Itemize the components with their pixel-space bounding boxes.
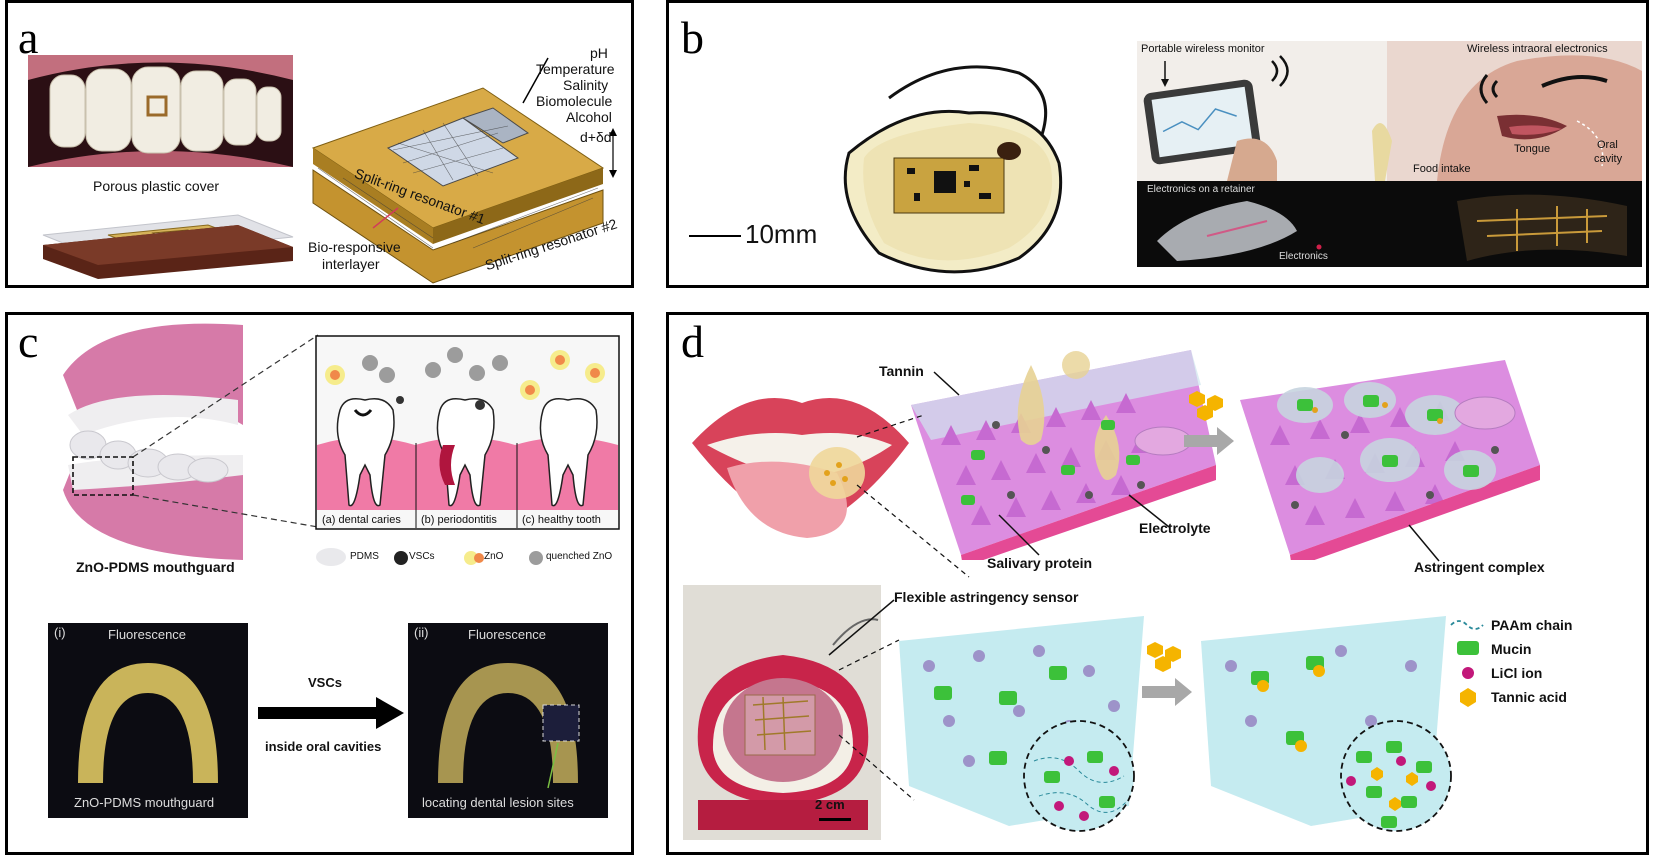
retainer-label: Electronics on a retainer	[1147, 184, 1255, 195]
fluorescence-image-ii	[408, 623, 608, 818]
interlayer-label-1: Bio-responsive	[308, 239, 401, 255]
panel-d-label: d	[681, 316, 704, 367]
vsc-arrow	[258, 697, 404, 729]
oral-label-2: cavity	[1594, 153, 1623, 165]
salivary-label: Salivary protein	[987, 555, 1093, 571]
legend-tannic: Tannic acid	[1491, 689, 1567, 705]
food-label: Food intake	[1413, 163, 1471, 175]
split-ring-resonator	[311, 57, 617, 284]
panel-a: a Porous plastic cover	[5, 0, 634, 288]
d-legend-swatches	[1450, 620, 1484, 707]
panel-c: c ZnO-PDMS mouthguard	[5, 312, 634, 855]
mouthguard-label: ZnO-PDMS mouthguard	[76, 559, 235, 575]
astringent-label: Astringent complex	[1414, 559, 1545, 575]
perio-label: (b) periodontitis	[421, 514, 497, 526]
zoom-lines	[132, 334, 319, 528]
oral-label-1: Oral	[1597, 139, 1618, 151]
hydrogel-1	[899, 616, 1144, 832]
vscs-label: VSCs	[308, 675, 342, 690]
mouthguard-illustration	[63, 323, 243, 560]
retainer-photo	[843, 65, 1063, 274]
tooth-diagram	[315, 335, 620, 530]
inside-label: inside oral cavities	[265, 739, 382, 754]
scale-bar-b	[689, 235, 741, 237]
fluor2-caption: locating dental lesion sites	[422, 795, 574, 810]
wireless-scene	[1137, 41, 1642, 181]
legend-licl: LiCl ion	[1491, 665, 1543, 681]
arrow-top	[1184, 391, 1234, 455]
analyte-salinity: Salinity	[563, 77, 609, 93]
gap-label: d+δd	[580, 129, 612, 145]
analyte-temperature: Temperature	[536, 61, 615, 77]
legend-zno: ZnO	[484, 551, 504, 562]
tongue-surface-1	[911, 350, 1216, 560]
hydrogel-2	[1201, 616, 1452, 832]
teeth-photo	[28, 55, 293, 167]
legend-quenched-zno: quenched ZnO	[546, 551, 613, 562]
panel-b-label: b	[681, 12, 704, 63]
fluor2-title: Fluorescence	[468, 627, 547, 642]
analyte-alcohol: Alcohol	[566, 109, 612, 125]
electronics-label: Electronics	[1279, 251, 1328, 262]
arrow-bottom	[1142, 642, 1192, 706]
scale-bar-d	[819, 818, 851, 821]
caries-label: (a) dental caries	[322, 514, 401, 526]
panel-b: b 10mm Portable wireless monitor Wireles…	[666, 0, 1649, 288]
cover-device	[42, 214, 294, 279]
analyte-ph: pH	[590, 45, 608, 61]
panel-a-label: a	[18, 12, 39, 63]
fluor1-tag: (i)	[54, 625, 66, 640]
fluorescence-image-i	[48, 623, 248, 818]
c-legend-swatches	[316, 548, 543, 566]
legend-pdms: PDMS	[350, 551, 379, 562]
lips-illustration	[692, 398, 909, 538]
sensor-photo	[683, 585, 881, 840]
legend-mucin: Mucin	[1491, 641, 1532, 657]
fluor1-title: Fluorescence	[108, 627, 187, 642]
legend-vscs: VSCs	[409, 551, 435, 562]
scale-label-d: 2 cm	[815, 797, 845, 812]
interlayer-label-2: interlayer	[322, 256, 380, 272]
tannin-label: Tannin	[879, 363, 924, 379]
electrolyte-label: Electrolyte	[1139, 520, 1211, 536]
healthy-label: (c) healthy tooth	[522, 514, 601, 526]
sensor-label: Flexible astringency sensor	[894, 589, 1079, 605]
cover-label: Porous plastic cover	[93, 178, 220, 194]
intraoral-label: Wireless intraoral electronics	[1467, 43, 1608, 55]
fluor1-caption: ZnO-PDMS mouthguard	[74, 795, 215, 810]
monitor-label: Portable wireless monitor	[1141, 43, 1265, 55]
analyte-biomolecule: Biomolecule	[536, 93, 613, 109]
tongue-surface-2	[1240, 360, 1540, 560]
panel-d: d Tannin Electrolyte Salivary protein	[666, 312, 1649, 855]
panel-c-label: c	[18, 316, 39, 367]
tongue-label: Tongue	[1514, 143, 1551, 155]
retainer-closeup	[1137, 181, 1642, 267]
fluor2-tag: (ii)	[414, 625, 429, 640]
d-connector-lines	[828, 371, 1440, 801]
legend-paam: PAAm chain	[1491, 617, 1573, 633]
scale-label-b: 10mm	[745, 219, 818, 249]
